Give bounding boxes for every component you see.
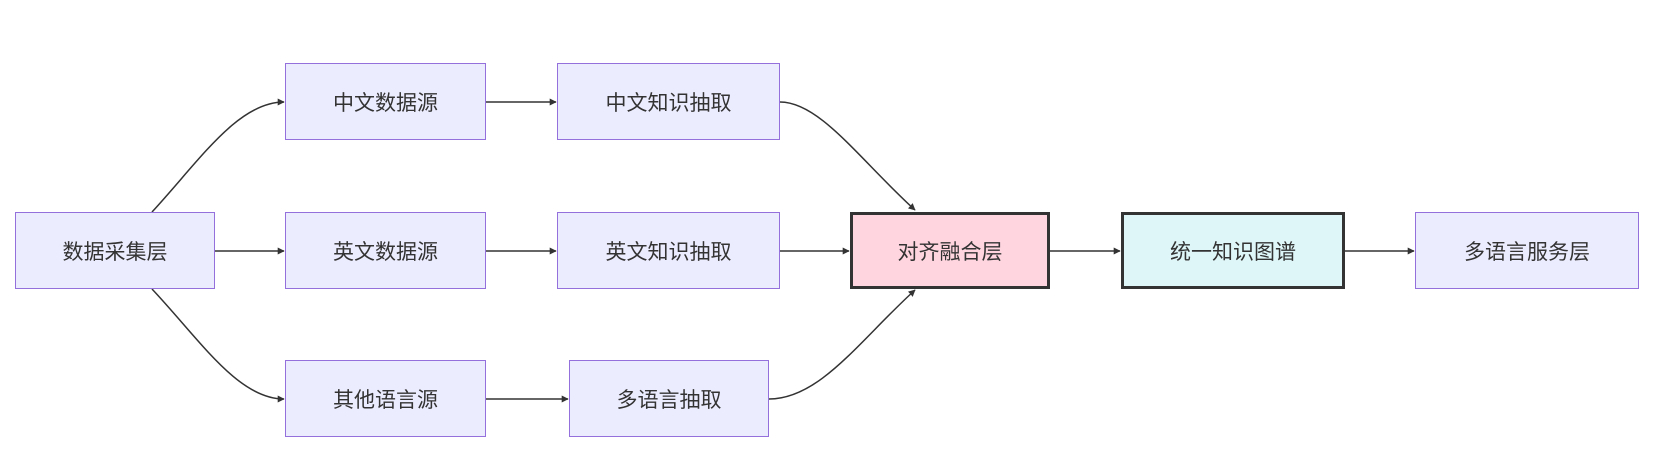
node-unified-knowledge-graph: 统一知识图谱 bbox=[1121, 212, 1345, 289]
node-chinese-knowledge-extraction: 中文知识抽取 bbox=[557, 63, 780, 140]
edge-ml-extract-to-align bbox=[768, 289, 916, 400]
node-other-language-source: 其他语言源 bbox=[285, 360, 486, 437]
node-chinese-data-source: 中文数据源 bbox=[285, 63, 486, 140]
node-multilingual-extraction: 多语言抽取 bbox=[569, 360, 769, 437]
edge-collect-to-zh-source bbox=[151, 98, 285, 213]
node-alignment-fusion-layer: 对齐融合层 bbox=[850, 212, 1050, 289]
node-english-data-source: 英文数据源 bbox=[285, 212, 486, 289]
node-multilingual-service-layer: 多语言服务层 bbox=[1415, 212, 1639, 289]
node-english-knowledge-extraction: 英文知识抽取 bbox=[557, 212, 780, 289]
edge-zh-extract-to-align bbox=[779, 101, 916, 211]
edge-collect-to-other-source bbox=[151, 288, 285, 403]
node-data-collection-layer: 数据采集层 bbox=[15, 212, 215, 289]
